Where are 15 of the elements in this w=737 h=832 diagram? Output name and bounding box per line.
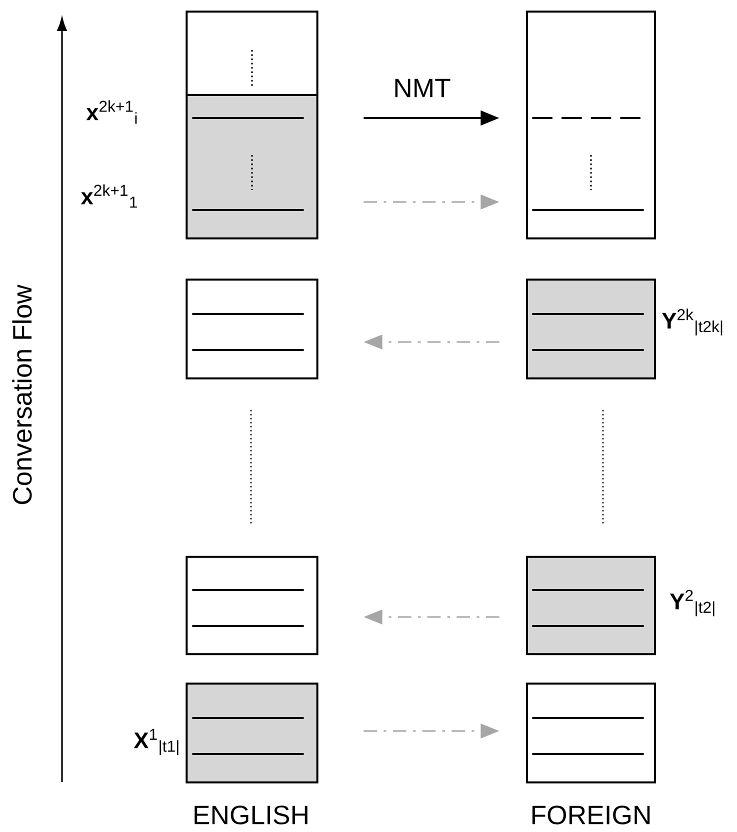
variable-label: X$^{1}$|t1| <box>134 728 178 756</box>
box <box>186 682 318 784</box>
box <box>526 682 656 784</box>
variable-label: Y$^{2k}$|t2k| <box>662 308 722 336</box>
variable-label: x$^{2k+1}$1 <box>80 184 137 208</box>
edge-label: NMT <box>395 78 450 98</box>
box <box>526 10 656 240</box>
axis-label: Conversation Flow <box>12 284 32 504</box>
box <box>186 278 318 380</box>
box <box>186 556 318 656</box>
box <box>186 10 318 240</box>
variable-label: x$^{2k+1}$i <box>86 100 137 124</box>
box <box>526 556 656 656</box>
variable-label: Y$^{2}$|t2| <box>670 590 714 616</box>
box <box>526 278 656 380</box>
